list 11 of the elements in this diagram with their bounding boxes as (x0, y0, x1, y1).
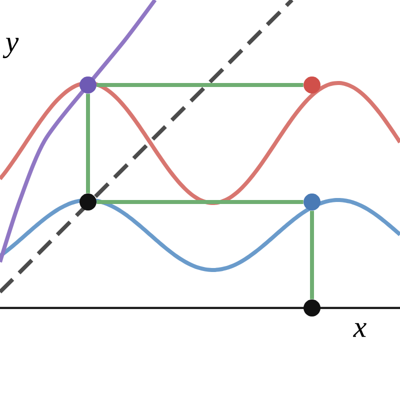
point (304, 194, 320, 210)
connector-line (96, 83, 304, 87)
axis-label: y (2, 38, 19, 58)
point (80, 194, 96, 210)
point (304, 76, 320, 94)
connector-line (310, 210, 314, 300)
point (304, 300, 320, 316)
connector-line (96, 200, 304, 204)
axis-label: x (352, 323, 366, 337)
point (80, 76, 96, 94)
connector-line (86, 94, 90, 194)
